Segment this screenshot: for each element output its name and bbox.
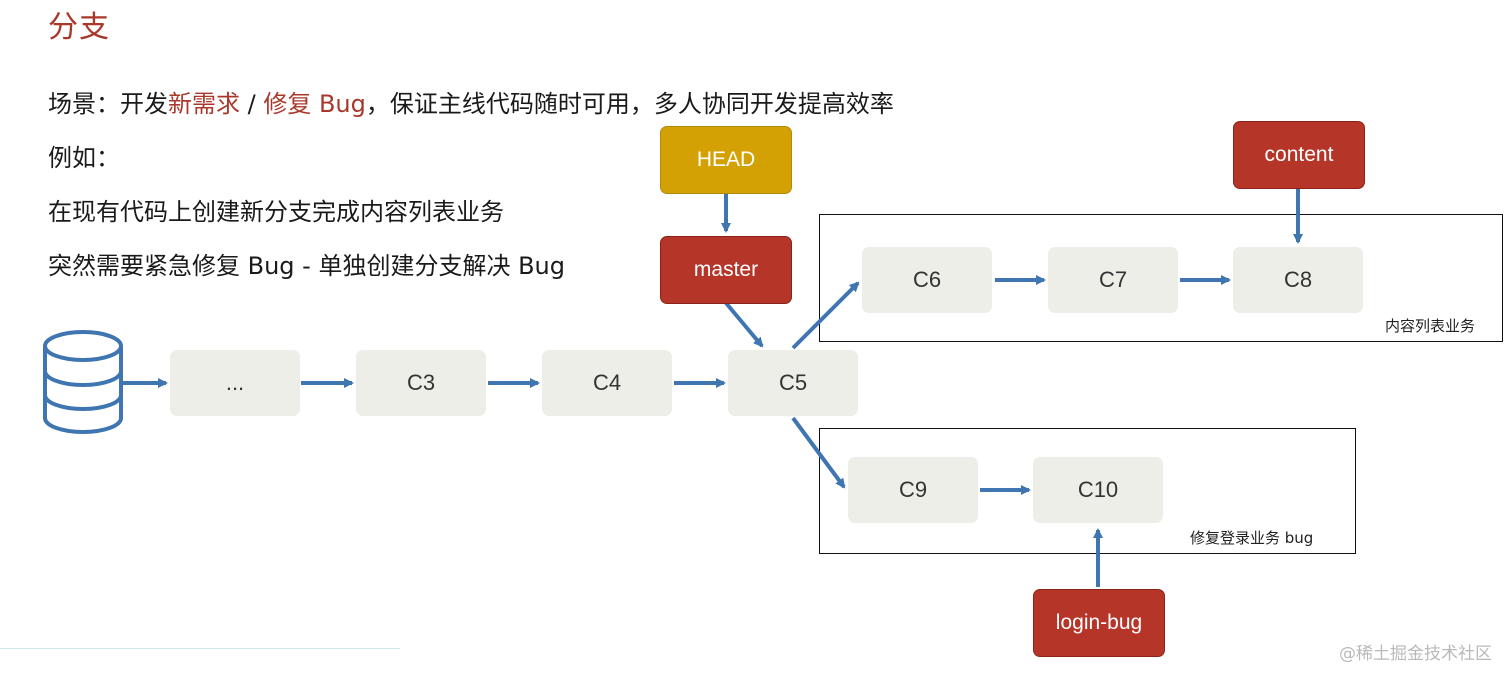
content-branch-group-label: 内容列表业务 [1385,317,1476,335]
content-branch-group [819,214,1503,342]
arrow-c5-to-c6 [791,281,860,350]
divider [0,648,400,649]
scene-highlight-fix-bug: 修复 Bug [263,90,366,118]
page-title: 分支 [48,10,110,45]
commit-c4: C4 [542,350,672,416]
master-branch-tag: master [660,236,792,304]
head-pointer: HEAD [660,126,792,194]
content-branch-tag: content [1233,121,1365,189]
commit-c10: C10 [1033,457,1163,523]
arrow-master-to-c5 [724,301,764,348]
commit-ellipsis: ... [170,350,300,416]
commit-c6: C6 [862,247,992,313]
login-bug-branch-tag: login-bug [1033,589,1165,657]
scene-prefix: 场景：开发 [48,90,168,118]
commit-c3: C3 [356,350,486,416]
scene-separator: / [240,90,264,118]
commit-c5: C5 [728,350,858,416]
database-icon [43,330,123,434]
scene-suffix: ，保证主线代码随时可用，多人协同开发提高效率 [365,90,894,118]
example-bug-branch: 突然需要紧急修复 Bug - 单独创建分支解决 Bug [48,252,565,280]
scene-line: 场景：开发新需求 / 修复 Bug，保证主线代码随时可用，多人协同开发提高效率 [48,84,894,119]
bug-branch-group-label: 修复登录业务 bug [1190,529,1314,547]
arrow-c5-to-c9 [791,416,846,489]
bug-branch-group [819,428,1356,554]
watermark: @稀土掘金技术社区 [1339,644,1492,664]
example-content-branch: 在现有代码上创建新分支完成内容列表业务 [48,198,504,226]
scene-highlight-new-requirement: 新需求 [168,90,240,118]
commit-c9: C9 [848,457,978,523]
commit-c8: C8 [1233,247,1363,313]
commit-c7: C7 [1048,247,1178,313]
example-label: 例如： [48,144,120,172]
